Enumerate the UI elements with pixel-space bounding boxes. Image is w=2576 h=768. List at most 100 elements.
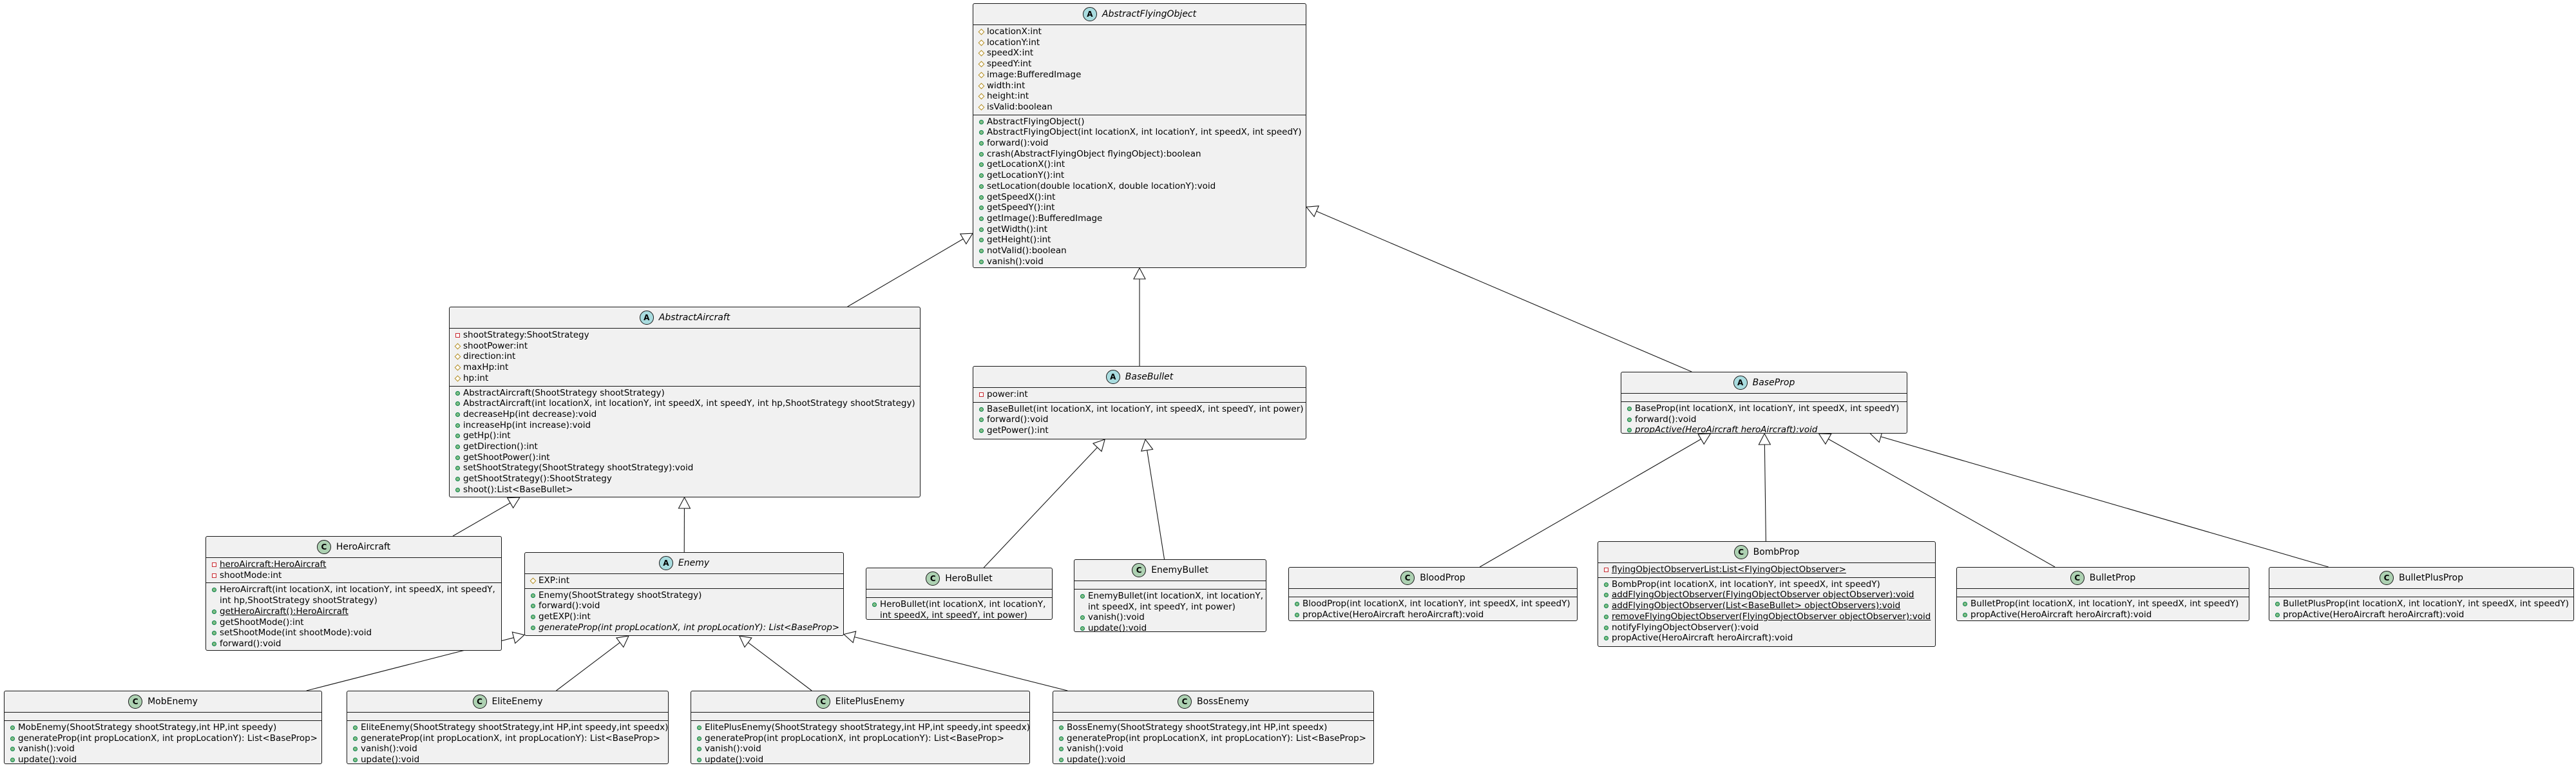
field: locationX:int (973, 26, 1306, 37)
method-text: AbstractFlyingObject(int locationX, int … (987, 127, 1302, 138)
method: getShootMode():int (206, 617, 501, 628)
field-text: EXP:int (539, 575, 570, 586)
public-visibility-icon (1079, 623, 1088, 631)
public-visibility-icon (211, 617, 220, 628)
method-text: vanish():void (361, 744, 417, 754)
method-text: Enemy(ShootStrategy shootStrategy) (539, 590, 702, 600)
class-badge-icon: C (1132, 563, 1147, 577)
method: forward():void (973, 138, 1306, 149)
method-text: AbstractFlyingObject() (987, 116, 1085, 127)
public-visibility-icon (978, 235, 987, 245)
class-name: BloodProp (1420, 573, 1465, 583)
method: Enemy(ShootStrategy shootStrategy) (525, 590, 843, 601)
methods-section: EliteEnemy(ShootStrategy shootStrategy,i… (347, 720, 668, 763)
class-name: BaseBullet (1125, 372, 1174, 382)
field-text: hp:int (463, 372, 489, 383)
field-text: locationY:int (987, 37, 1040, 48)
fields-section (1621, 393, 1907, 401)
methods-section: BloodProp(int locationX, int locationY, … (1289, 597, 1577, 620)
method: vanish():void (5, 744, 321, 754)
public-visibility-icon (454, 398, 463, 408)
inheritance-line (847, 238, 964, 307)
private-visibility-icon (454, 330, 463, 340)
method-text: vanish():void (1088, 612, 1145, 623)
method: EliteEnemy(ShootStrategy shootStrategy,i… (347, 722, 668, 733)
class-badge-icon: C (472, 695, 487, 709)
inheritance-arrowhead-icon (1818, 433, 1832, 445)
method-text: getHp():int (463, 430, 511, 441)
protected-visibility-icon (978, 26, 987, 37)
methods-section: HeroAircraft(int locationX, int location… (206, 582, 501, 650)
public-visibility-icon (454, 409, 463, 419)
class-badge-icon: C (2070, 571, 2085, 585)
method-text: getHeroAircraft():HeroAircraft (220, 606, 348, 617)
inheritance-line (556, 642, 620, 691)
inheritance-line (1479, 439, 1701, 568)
protected-visibility-icon (454, 341, 463, 351)
public-visibility-icon (454, 430, 463, 441)
public-visibility-icon (211, 606, 220, 617)
public-visibility-icon (1293, 610, 1302, 620)
field-text: image:BufferedImage (987, 69, 1082, 80)
method: getSpeedX():int (973, 192, 1306, 203)
method: update():void (1053, 754, 1373, 763)
method-text: propActive(HeroAircraft heroAircraft):vo… (2283, 609, 2465, 620)
public-visibility-icon (1058, 754, 1067, 763)
class-badge-icon: C (128, 695, 143, 709)
class-name: HeroBullet (945, 573, 993, 584)
inheritance-arrowhead-icon (615, 635, 629, 648)
public-visibility-icon (1961, 610, 1970, 620)
method: propActive(HeroAircraft heroAircraft):vo… (1289, 610, 1577, 620)
method-text: BaseBullet(int locationX, int locationY,… (987, 403, 1304, 414)
public-visibility-icon (9, 754, 18, 763)
class-badge-icon: C (2380, 571, 2394, 585)
public-visibility-icon (1058, 744, 1067, 754)
method: vanish():void (691, 744, 1029, 754)
protected-visibility-icon (978, 102, 987, 112)
class-name: AbstractAircraft (658, 312, 730, 323)
method-text: generateProp(int propLocationX, int prop… (18, 733, 318, 744)
field-text: maxHp:int (463, 362, 509, 373)
inheritance-line (748, 642, 812, 691)
public-visibility-icon (696, 722, 705, 733)
fields-section (347, 712, 668, 720)
method: setLocation(double locationX, double loc… (973, 181, 1306, 192)
inheritance-arrowhead-icon (678, 496, 691, 509)
public-visibility-icon (1626, 403, 1635, 414)
methods-section: HeroBullet(int locationX, int locationY,… (866, 597, 1052, 619)
field: hp:int (450, 373, 920, 384)
public-visibility-icon (530, 590, 539, 600)
method: update():void (691, 754, 1029, 763)
field-text: speedY:int (987, 59, 1032, 70)
public-visibility-icon (9, 744, 18, 754)
method: getLocationX():int (973, 159, 1306, 170)
method-text: forward():void (1635, 414, 1697, 425)
methods-section: AbstractFlyingObject()AbstractFlyingObje… (973, 114, 1306, 267)
method: getShootPower():int (450, 452, 920, 463)
method: getPower():int (973, 425, 1306, 436)
method: propActive(HeroAircraft heroAircraft):vo… (1621, 425, 1907, 433)
methods-section: EnemyBullet(int locationX, int locationY… (1074, 589, 1266, 631)
